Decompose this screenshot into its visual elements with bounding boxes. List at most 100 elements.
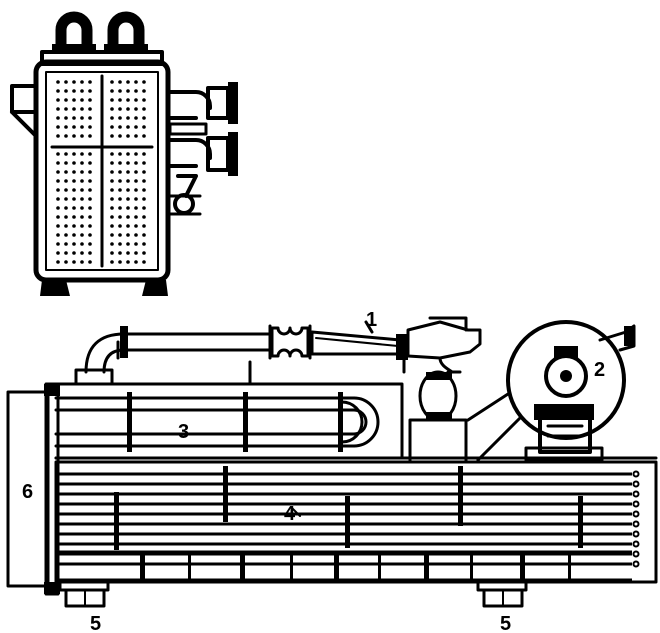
baffle [578, 496, 583, 548]
tube-hole-dot [72, 260, 76, 264]
tube-hole-dot [142, 179, 146, 183]
tube-hole-dot [56, 179, 60, 183]
tube-hole-dot [64, 233, 68, 237]
tube-hole-dot [134, 215, 138, 219]
tube-hole-dot [64, 242, 68, 246]
tube-hole-dot [56, 242, 60, 246]
tube-hole-dot [134, 233, 138, 237]
tube-hole-dot [64, 260, 68, 264]
tube-hole-dot [142, 188, 146, 192]
tube-hole-dot [56, 125, 60, 129]
tube-hole-dot [72, 215, 76, 219]
tube-hole-dot [110, 89, 114, 93]
tube-hole-dot [110, 224, 114, 228]
tube-hole-dot [56, 134, 60, 138]
tube-hole-dot [110, 242, 114, 246]
label-6: 6 [22, 481, 33, 503]
tube-hole-dot [110, 197, 114, 201]
tube-hole-dot [88, 161, 92, 165]
tube-hole-dot [142, 260, 146, 264]
tube-hole-dot [88, 125, 92, 129]
tube-hole-dot [126, 188, 130, 192]
tube-hole-dot [126, 251, 130, 255]
tube-hole-dot [56, 98, 60, 102]
tube-hole-dot [110, 116, 114, 120]
tube-hole-dot [118, 80, 122, 84]
tube-hole-dot [80, 251, 84, 255]
tube-hole-dot [64, 161, 68, 165]
tube-hole-dot [134, 170, 138, 174]
tube-hole-dot [88, 197, 92, 201]
tube-hole-dot [64, 80, 68, 84]
tube-hole-dot [64, 251, 68, 255]
tube-hole-dot [142, 116, 146, 120]
tube-hole-dot [142, 206, 146, 210]
bottom-segment-divider [240, 552, 245, 580]
bottom-segment-divider [424, 552, 429, 580]
tube-hole-dot [72, 89, 76, 93]
tube-hole-dot [56, 251, 60, 255]
end-view-bracket [10, 84, 38, 138]
tube-hole-dot [88, 152, 92, 156]
tube-hole-dot [64, 134, 68, 138]
tube-hole-dot [118, 134, 122, 138]
tube-hole-dot [118, 260, 122, 264]
tube-hole-dot [80, 260, 84, 264]
tube-hole-dot [126, 107, 130, 111]
tube-hole-dot [64, 215, 68, 219]
tube-hole-dot [56, 197, 60, 201]
tube-hole-dot [64, 179, 68, 183]
tube-hole-dot [126, 224, 130, 228]
tube-hole-dot [118, 197, 122, 201]
tube-hole-dot [80, 215, 84, 219]
tube-hole-dot [80, 152, 84, 156]
tube-hole-dot [88, 233, 92, 237]
tube-hole-dot [88, 215, 92, 219]
bottom-segment-divider [188, 552, 191, 580]
tube-hole-dot [142, 80, 146, 84]
tube-hole-dot [134, 107, 138, 111]
tube-hole-dot [64, 152, 68, 156]
tube-hole-dot [80, 134, 84, 138]
tube-hole-dot [126, 260, 130, 264]
tube-hole-dot [56, 89, 60, 93]
bottom-segment-divider [470, 552, 473, 580]
tube-hole-dot [64, 125, 68, 129]
tube-hole-dot [88, 116, 92, 120]
tube-hole-dot [80, 98, 84, 102]
tube-hole-dot [56, 161, 60, 165]
tube-hole-dot [72, 188, 76, 192]
tube-hole-dot [72, 98, 76, 102]
tube-hole-dot [88, 206, 92, 210]
tube-hole-dot [56, 107, 60, 111]
tube-hole-dot [142, 107, 146, 111]
tube-hole-dot [110, 179, 114, 183]
tube-hole-dot [118, 152, 122, 156]
lower-coil [56, 466, 640, 568]
tube-hole-dot [142, 89, 146, 93]
tube-hole-dot [80, 197, 84, 201]
tube-hole-dot [126, 152, 130, 156]
tube-hole-dot [126, 206, 130, 210]
tube-hole-dot [142, 134, 146, 138]
fan-pipe [74, 316, 482, 464]
tube-hole-dot [118, 125, 122, 129]
tube-hole-dot [134, 125, 138, 129]
end-view-tube-holes [56, 80, 146, 264]
tube-hole-dot [80, 89, 84, 93]
tube-hole-dot [56, 260, 60, 264]
tube-hole-dot [110, 260, 114, 264]
tube-hole-dot [134, 89, 138, 93]
tube-hole-dot [88, 107, 92, 111]
tube-hole-dot [64, 170, 68, 174]
tube-hole-dot [134, 179, 138, 183]
tube-hole-dot [64, 116, 68, 120]
tube-hole-dot [64, 197, 68, 201]
tube-hole-dot [110, 251, 114, 255]
tube-hole-dot [110, 170, 114, 174]
tube-end [632, 470, 640, 478]
tube-hole-dot [56, 188, 60, 192]
tube-hole-dot [134, 251, 138, 255]
baffle [114, 492, 119, 550]
tube-hole-dot [88, 170, 92, 174]
